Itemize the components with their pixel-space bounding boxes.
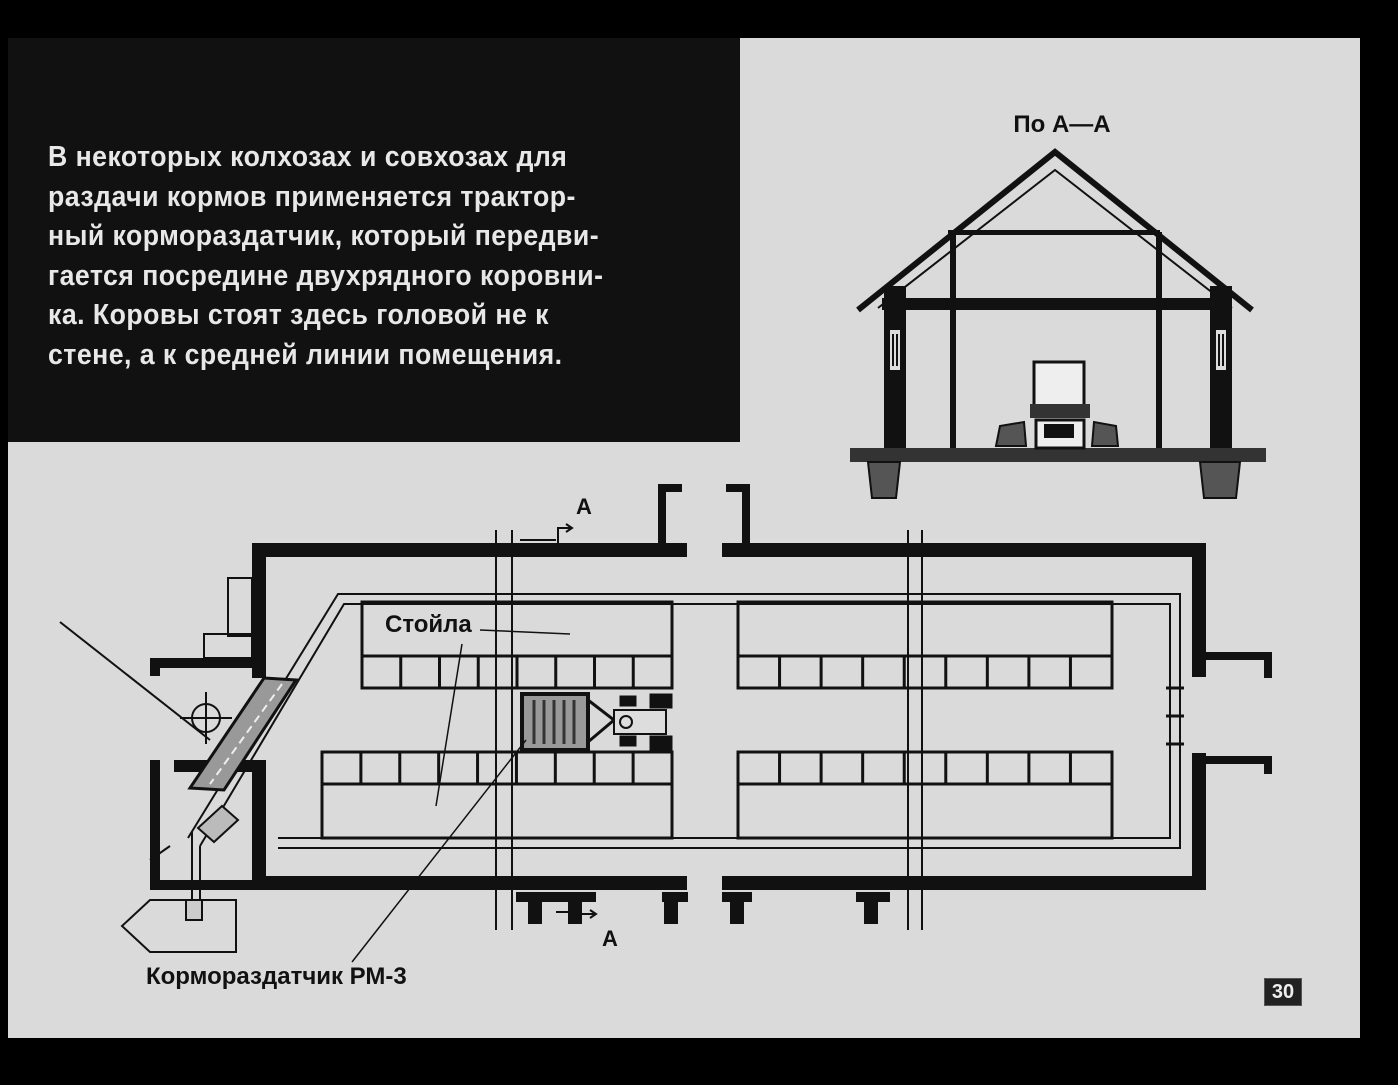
paragraph-line: гается посредине двухрядного коровни-	[48, 259, 604, 292]
loading-conveyor	[59, 621, 299, 953]
label-stalls: Стойла	[385, 611, 472, 638]
stall-dividers	[359, 656, 1072, 784]
paragraph-line: ка. Коровы стоят здесь головой не к	[48, 299, 549, 331]
paragraph-line: стене, а к средней линии помещения.	[48, 338, 563, 371]
leader-lines	[351, 629, 571, 963]
paragraph-line: раздачи кормов применяется трактор-	[48, 180, 576, 213]
text-panel	[8, 38, 740, 442]
tractor-feeder-rm3	[520, 692, 673, 752]
paragraph-line: В некоторых колхозах и совхозах для	[48, 141, 568, 173]
section-mark-top: А	[576, 494, 592, 519]
section-cut-lines	[495, 523, 923, 930]
section-mark-bottom: А	[602, 926, 618, 951]
barn-plan-drawing	[150, 484, 1272, 924]
right-wall-hooks	[1166, 686, 1184, 746]
label-feeder: Кормораздатчик РМ-3	[146, 963, 407, 990]
page-number: 30	[1264, 978, 1302, 1006]
section-title: По А—А	[1013, 111, 1110, 138]
cross-section-drawing	[850, 148, 1266, 499]
paragraph-line: ный кормораздатчик, который передви-	[48, 220, 600, 252]
description-paragraph: В некоторых колхозах и совхозах для разд…	[48, 138, 674, 375]
